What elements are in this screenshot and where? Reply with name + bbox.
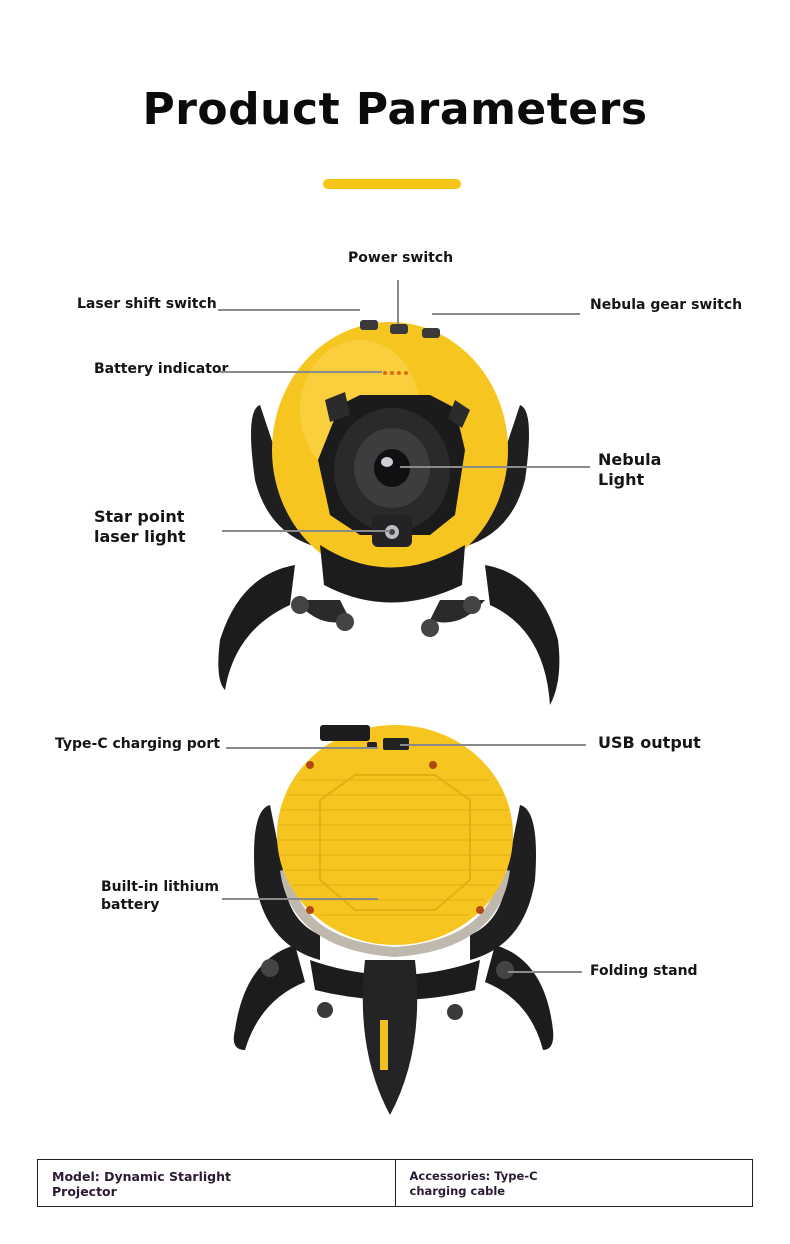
battery-line1: Built-in lithium (101, 879, 219, 895)
folding-stand-label: Folding stand (590, 963, 698, 979)
star-point-line2: laser light (94, 527, 186, 546)
leader-line (397, 280, 399, 324)
type-c-charging-port-label: Type-C charging port (55, 736, 221, 752)
nebula-light-line1: Nebula (598, 450, 662, 469)
spec-model-cell: Model: Dynamic Starlight Projector (38, 1160, 396, 1206)
nebula-gear-switch-label: Nebula gear switch (590, 297, 743, 313)
star-point-line1: Star point (94, 507, 185, 526)
leader-line (226, 747, 378, 749)
laser-shift-switch-label: Laser shift switch (77, 296, 217, 312)
battery-line2: battery (101, 897, 160, 913)
nebula-light-line2: Light (598, 470, 645, 489)
leader-line (218, 309, 360, 311)
spec-accessories-text: Accessories: Type-C charging cable (409, 1169, 538, 1198)
leader-line (508, 971, 582, 973)
leader-line (400, 466, 590, 468)
back-view-product-image (233, 725, 554, 1115)
battery-indicator-label: Battery indicator (94, 361, 229, 377)
page-title: Product Parameters (142, 84, 648, 135)
spec-table: Model: Dynamic Starlight Projector Acces… (37, 1159, 753, 1207)
leader-line (222, 898, 378, 900)
built-in-battery-label: Built-in lithium battery (101, 878, 219, 914)
leader-line (400, 744, 586, 746)
leader-line (432, 313, 580, 315)
title-accent-bar (323, 179, 461, 189)
spec-accessories-cell: Accessories: Type-C charging cable (396, 1160, 753, 1206)
star-point-laser-label: Star point laser light (94, 507, 186, 547)
power-switch-label: Power switch (348, 250, 454, 266)
usb-output-label: USB output (598, 733, 701, 752)
leader-line (220, 371, 382, 373)
front-view-product-image (218, 320, 560, 705)
spec-model-text: Model: Dynamic Starlight Projector (52, 1169, 231, 1199)
leader-line (222, 530, 390, 532)
nebula-light-label: Nebula Light (598, 450, 661, 490)
